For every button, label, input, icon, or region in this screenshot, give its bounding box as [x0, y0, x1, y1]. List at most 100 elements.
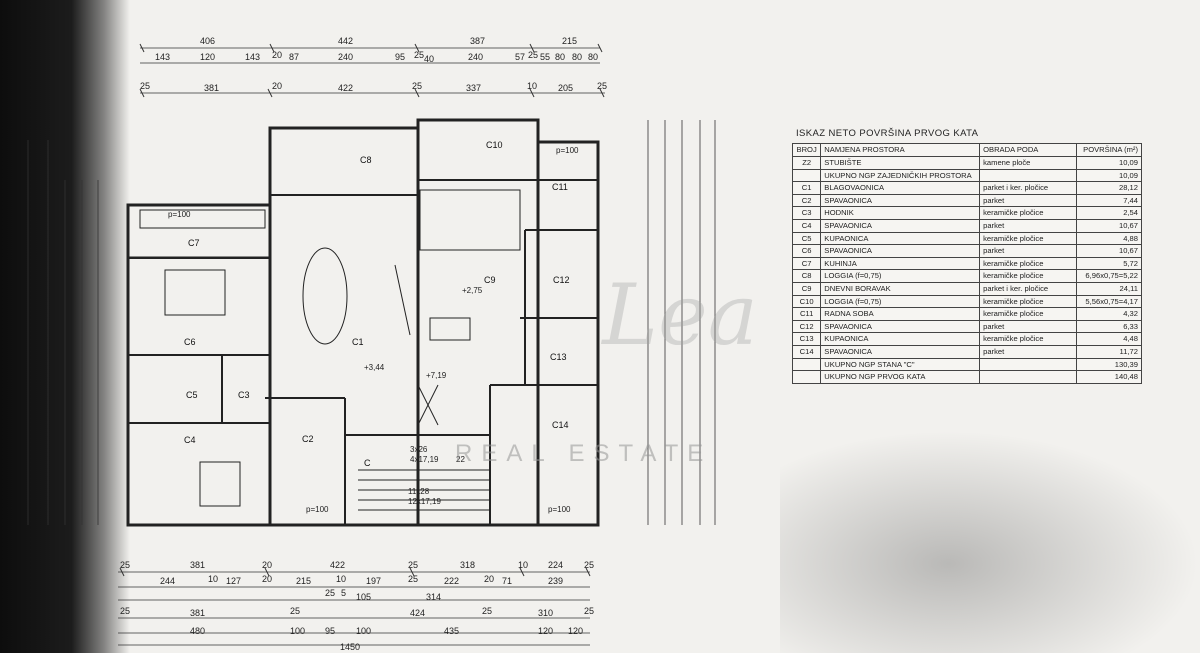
dim-bottom-row1: 25 381 20 422 25 318 10 224 25: [120, 560, 594, 570]
room-label-c6: C6: [184, 337, 196, 347]
dim-label: 143: [245, 52, 260, 62]
dim-label: 143: [155, 52, 170, 62]
dimension-ticks: [119, 43, 605, 577]
room-labels: C7 C6 C4 C5 C3 C2 C1 C8 C9 C10 C11 C12 C…: [184, 140, 570, 468]
table-cell: 10,67: [1076, 244, 1142, 258]
dim-label: 25: [482, 606, 492, 616]
table-cell: keramičke pločice: [979, 294, 1078, 309]
dim-label: 120: [200, 52, 215, 62]
room-label-c11: C11: [552, 182, 568, 192]
dim-label: 215: [562, 36, 577, 46]
table-cell: keramičke pločice: [979, 231, 1078, 246]
dim-bottom-row2: 244 10 127 20 215 10 197 25 222 20 71 23…: [160, 574, 563, 586]
room-label-c5: C5: [186, 390, 198, 400]
dim-label: 215: [296, 576, 311, 586]
table-cell: BLAGOVAONICA: [820, 181, 981, 195]
table-cell: C3: [791, 206, 822, 220]
table-cell: SPAVAONICA: [820, 244, 981, 258]
dim-label: 40: [424, 54, 434, 64]
dim-label: 10: [208, 574, 218, 584]
dim-label: 406: [200, 36, 215, 46]
table-cell: 5,72: [1076, 256, 1142, 271]
dim-label: 25: [140, 81, 150, 91]
table-cell: parket: [979, 193, 1078, 208]
table-cell: [791, 357, 822, 372]
room-label-c10: C10: [486, 140, 503, 150]
table-cell: kamene ploče: [979, 156, 1078, 170]
room-label-c12: C12: [553, 275, 570, 285]
dim-label: 442: [338, 36, 353, 46]
dim-label: 25: [412, 81, 422, 91]
dim-bottom-row5: 480 100 95 100 435 120 120 1450: [190, 626, 583, 652]
table-cell: RADNA SOBA: [820, 307, 981, 321]
stair-note: 3x26: [410, 445, 428, 454]
dim-label: 25: [408, 574, 418, 584]
dim-label: 20: [272, 81, 282, 91]
table-cell: Z2: [791, 156, 822, 170]
dim-label: 100: [290, 626, 305, 636]
dim-top-row2: 143 120 143 20 87 240 95 25 40 240 57 25…: [155, 50, 598, 64]
dim-label: 20: [484, 574, 494, 584]
table-cell: 7,44: [1076, 193, 1142, 208]
dim-bottom-row3: 25 5 105 314: [325, 588, 441, 602]
area-table-panel: ISKAZ NETO POVRŠINA PRVOG KATA BROJ NAMJ…: [791, 128, 1142, 384]
dim-label: 95: [325, 626, 335, 636]
dim-label: 20: [262, 574, 272, 584]
level-marks: +3,44 +2,75 +7,19 3x26 4x17,19 11x28 12x…: [168, 146, 579, 514]
walls: [126, 118, 600, 527]
table-cell: keramičke pločice: [979, 269, 1078, 283]
table-cell: KUPAONICA: [820, 231, 981, 246]
table-cell: SPAVAONICA: [820, 344, 981, 359]
room-label-c9: C9: [484, 275, 496, 285]
table-cell: 10,09: [1076, 168, 1142, 183]
table-cell: keramičke pločice: [979, 256, 1078, 271]
dim-label: 337: [466, 83, 481, 93]
table-cell: 11,72: [1076, 344, 1142, 359]
level-mark: +3,44: [364, 363, 385, 372]
table-cell: C2: [791, 193, 822, 208]
table-cell: [979, 357, 1078, 372]
room-label-c2: C2: [302, 434, 314, 444]
dim-label: 240: [468, 52, 483, 62]
dim-label: 80: [572, 52, 582, 62]
dim-label: 87: [289, 52, 299, 62]
table-cell: 24,11: [1076, 281, 1142, 296]
table-cell: 4,48: [1076, 332, 1142, 346]
table-row: UKUPNO NGP STANA "C"130,39: [791, 357, 1142, 372]
dim-label: 25: [290, 606, 300, 616]
table-cell: 10,67: [1076, 218, 1142, 233]
table-title: ISKAZ NETO POVRŠINA PRVOG KATA: [796, 128, 979, 139]
room-label-c13: C13: [550, 352, 567, 362]
dim-label: 318: [460, 560, 475, 570]
table-cell: LOGGIA (f=0,75): [820, 269, 981, 283]
dim-label: 480: [190, 626, 205, 636]
dim-label: 120: [568, 626, 583, 636]
parapet-label: p=100: [548, 505, 571, 514]
dim-label: 25: [414, 50, 424, 60]
table-cell: 2,54: [1076, 206, 1142, 220]
stair-note: 22: [456, 455, 465, 464]
stair-label: C: [364, 458, 371, 468]
table-cell: UKUPNO NGP PRVOG KATA: [820, 370, 981, 384]
stair-note: 4x17,19: [410, 455, 439, 464]
table-cell: C13: [791, 332, 822, 346]
table-cell: 4,88: [1076, 231, 1142, 246]
header-cell: OBRADA PODA: [979, 143, 1078, 157]
table-cell: STUBIŠTE: [820, 156, 981, 170]
area-table: BROJ NAMJENA PROSTORA OBRADA PODA POVRŠI…: [791, 143, 1142, 384]
room-label-c4: C4: [184, 435, 196, 445]
table-cell: [979, 168, 1078, 183]
table-cell: C10: [791, 294, 822, 309]
table-cell: LOGGIA (f=0,75): [820, 294, 981, 309]
header-cell: NAMJENA PROSTORA: [820, 143, 981, 157]
